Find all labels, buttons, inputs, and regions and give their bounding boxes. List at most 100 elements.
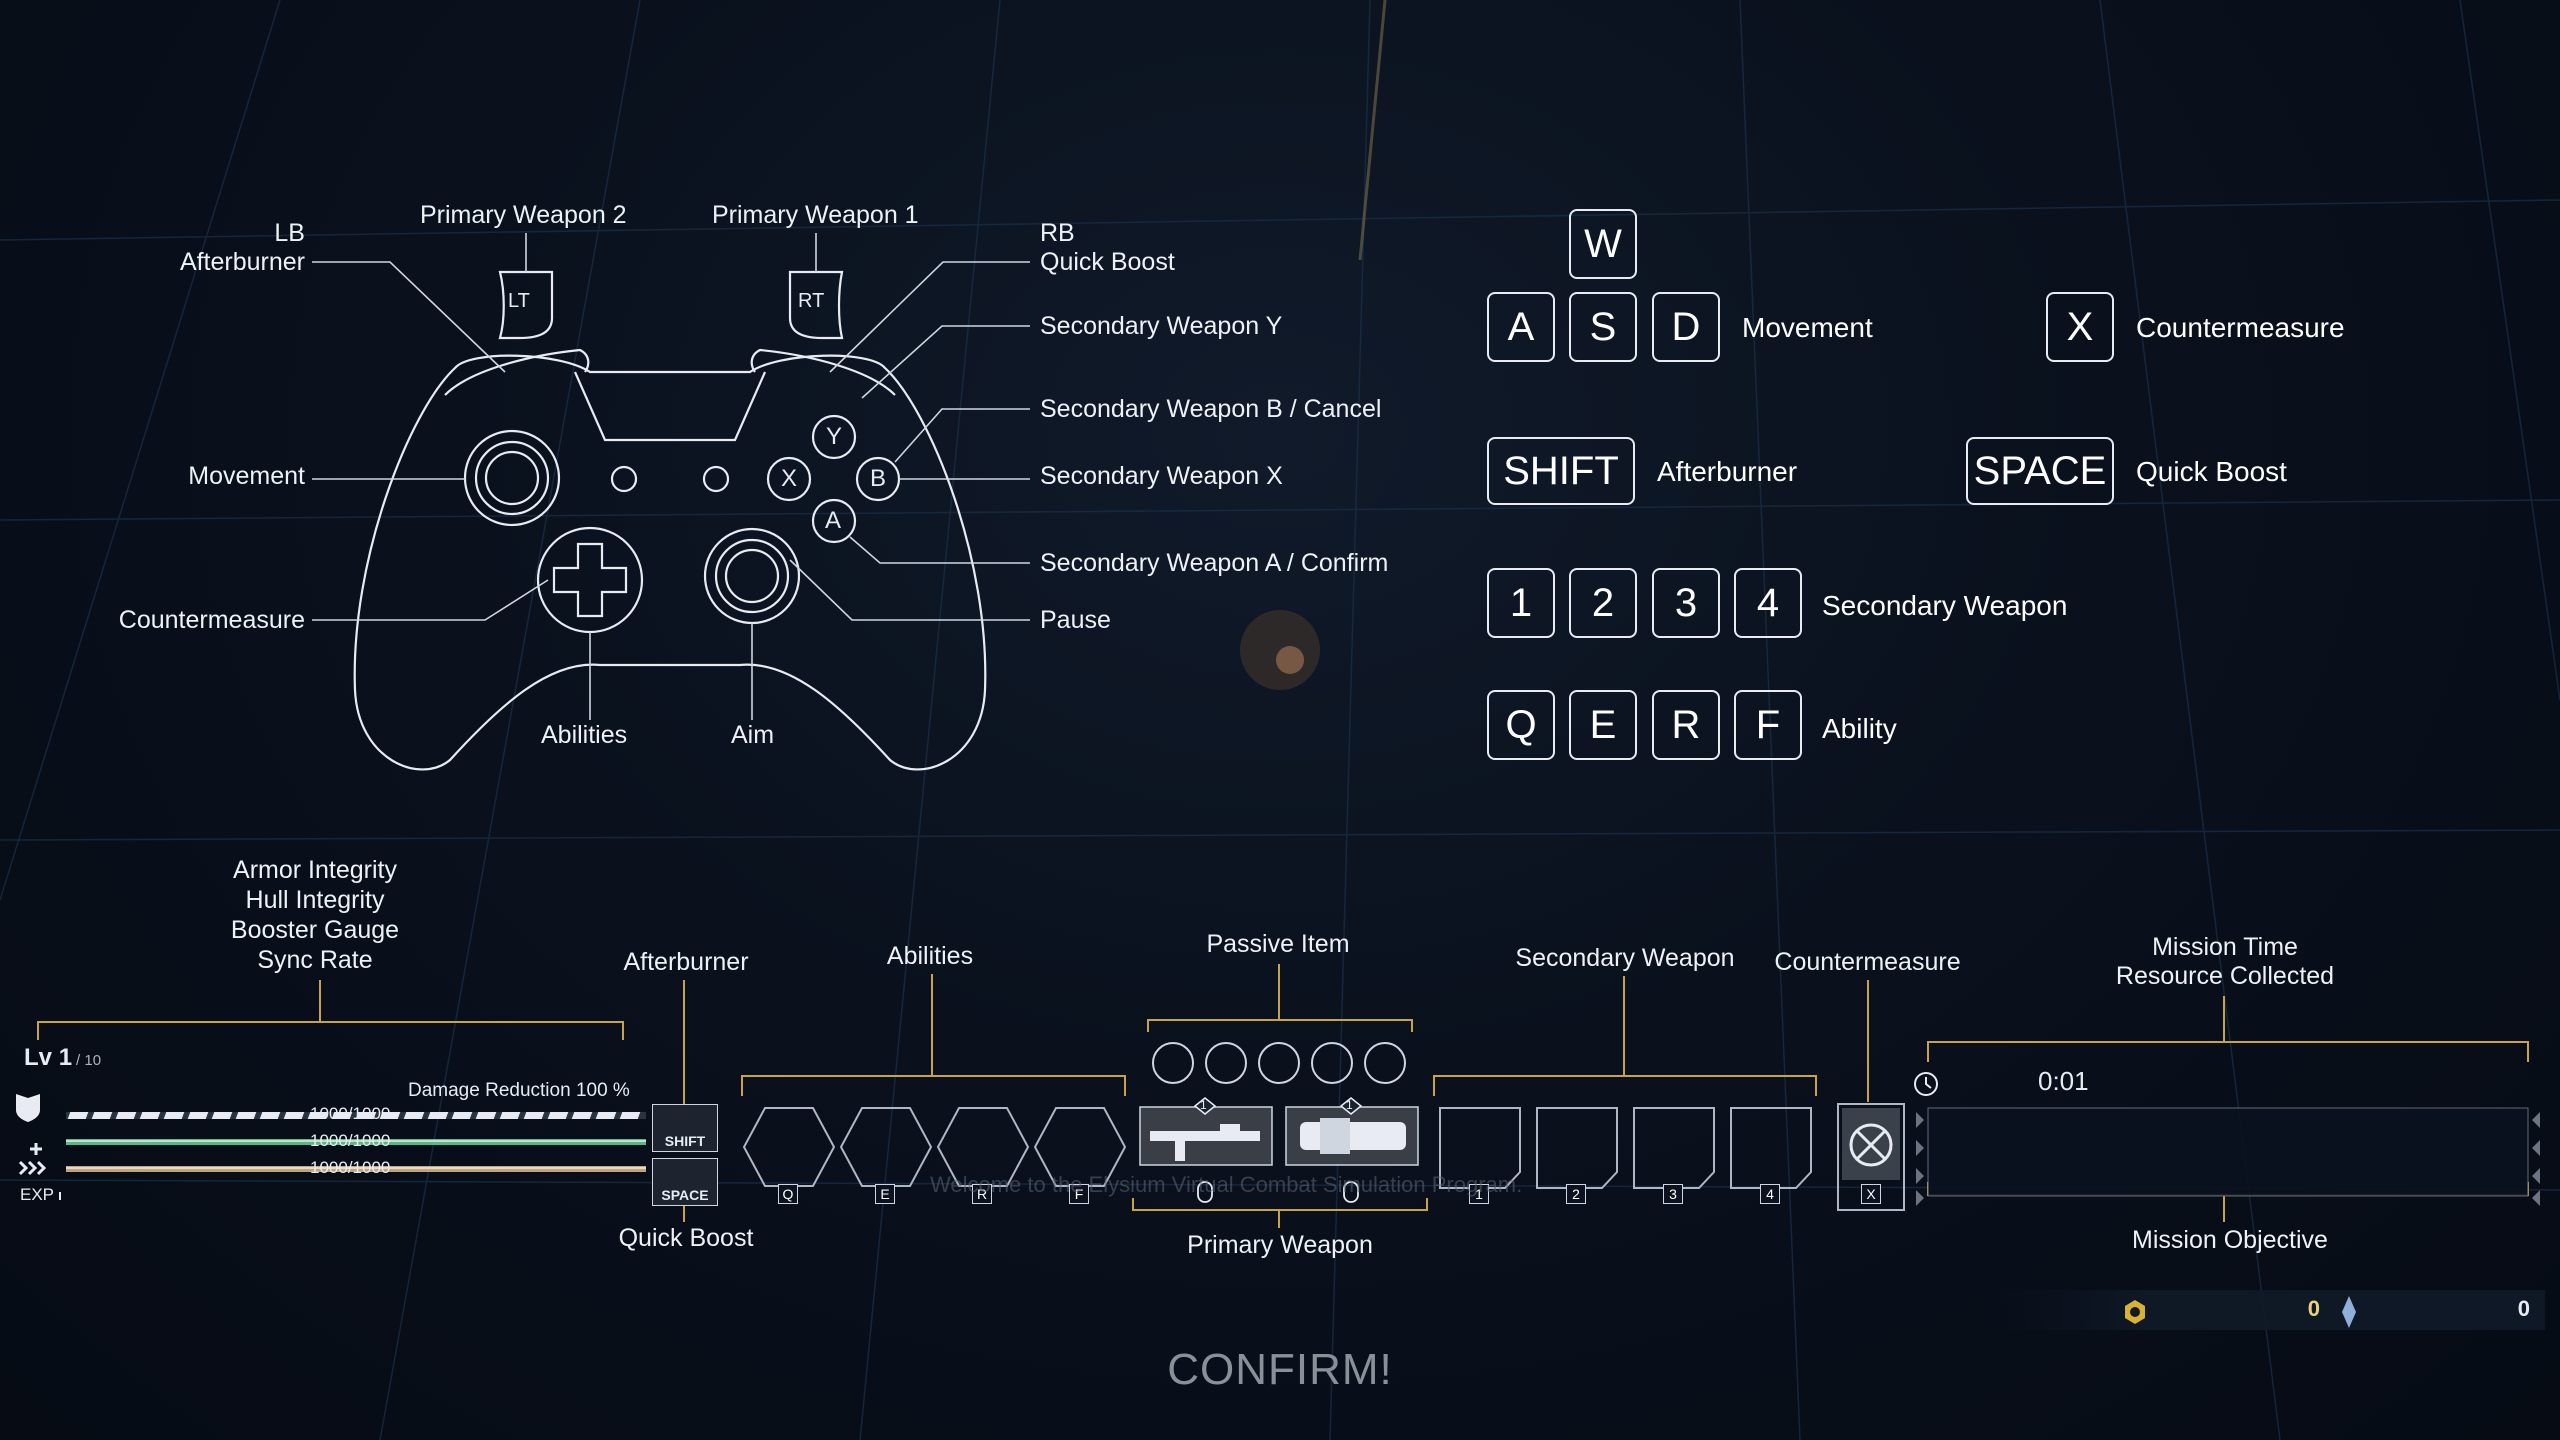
ability-key-label: Ability [1822,713,1897,744]
rb-label: RB [1040,219,1075,247]
shield-icon [16,1094,40,1122]
b-action-label: Secondary Weapon B / Cancel [1040,395,1382,423]
armor-segment [523,1112,545,1119]
secondary-slot-4 [1730,1107,1812,1189]
lb-label: LB [274,219,305,247]
secondary-key-label: Secondary Weapon [1822,590,2068,621]
key-e: E [1569,690,1637,760]
ability-slot-q [742,1107,836,1187]
gold-resource-value: 0 [2307,1296,2320,1321]
quick-boost-hud-label: Quick Boost [618,1224,754,1252]
countermeasure-frame [1837,1103,1905,1211]
ability-tag-e: E [875,1184,895,1204]
armor-integrity-label: Armor Integrity [233,856,397,884]
weapon-slot-2-number: 1 [1346,1098,1353,1112]
rt-action-label: Primary Weapon 1 [712,201,919,229]
passive-item-slots [1152,1042,1406,1084]
damage-reduction: Damage Reduction 100 % [408,1080,630,1102]
mission-objective-hud-label: Mission Objective [2132,1226,2328,1254]
abilities-hud-label: Abilities [886,942,974,970]
quick-boost-slot: SPACE [652,1158,718,1206]
armor-segment [307,1112,329,1119]
ability-tag-f: F [1069,1184,1089,1204]
rt-trigger [788,270,844,340]
mission-time-hud-label: Mission Time [2152,933,2298,961]
armor-segment [331,1112,353,1119]
armor-segment [499,1112,521,1119]
exp-label: EXP [20,1185,55,1204]
mouse-icons [1197,1181,1359,1203]
sync-rate-label: Sync Rate [257,946,373,974]
passive-item-hud-label: Passive Item [1206,930,1350,958]
a-glyph: A [825,507,842,534]
secondary-tag-1: 1 [1469,1184,1489,1204]
clock-icon [1914,1072,1938,1096]
level-display: Lv 1/ 10 [24,1044,101,1072]
key-q: Q [1487,690,1555,760]
afterburner-key-label: Afterburner [1657,456,1798,487]
resource-strip [1980,1290,2545,1330]
key-s: S [1569,292,1637,362]
ability-slot-f [1033,1107,1127,1187]
key-1: 1 [1487,568,1555,638]
space-key-tag: SPACE [661,1187,709,1203]
shift-key-tag: SHIFT [664,1133,706,1149]
boost-chevrons-icon [18,1160,47,1176]
lt-action-label: Primary Weapon 2 [420,201,627,229]
countermeasure-icon [1849,1123,1893,1167]
armor-segment [403,1112,425,1119]
countermeasure-tag-x: X [1861,1184,1881,1204]
key-x: X [2046,292,2114,362]
lt-glyph: LT [508,290,530,312]
x-glyph: X [781,465,798,492]
left-stick-label: Movement [188,462,305,490]
armor-segment [427,1112,449,1119]
countermeasure-hud-label: Countermeasure [1774,948,1961,976]
armor-segment [163,1112,185,1119]
key-w: W [1569,209,1637,279]
rifle-icon [1150,1124,1260,1161]
booster-gauge-label: Booster Gauge [230,916,400,944]
faded-welcome-message: Welcome to the Elysium Virtual Combat Si… [930,1172,1523,1197]
abilities-label: Abilities [541,721,628,749]
crystal-resource-icon [2342,1296,2356,1328]
dpad-label: Countermeasure [118,606,305,634]
weapon-slot-1-number: 1 [1200,1098,1207,1112]
level-prefix: Lv [24,1044,53,1071]
level-value: 1 [58,1044,73,1071]
damage-reduction-label: Damage Reduction [408,1080,571,1101]
rb-action-label: Quick Boost [1040,248,1175,276]
cannon-icon [1300,1118,1406,1154]
key-4: 4 [1734,568,1802,638]
key-d: D [1652,292,1720,362]
x-action-label: Secondary Weapon X [1040,462,1283,490]
armor-segment [547,1112,569,1119]
secondary-slot-3 [1633,1107,1715,1189]
primary-weapon-hud-label: Primary Weapon [1187,1231,1373,1259]
ability-tag-r: R [972,1184,992,1204]
countermeasure-key-label: Countermeasure [2136,312,2345,343]
armor-segment [139,1112,161,1119]
armor-segment [475,1112,497,1119]
status-labels: Armor Integrity Hull Integrity Booster G… [210,855,420,975]
resource-collected-hud-label: Resource Collected [2115,962,2335,990]
armor-segment [235,1112,257,1119]
key-space: SPACE [1966,437,2114,505]
a-action-label: Secondary Weapon A / Confirm [1040,549,1389,577]
hull-value: 1000/1000 [310,1131,391,1150]
plus-icon [30,1143,42,1155]
key-f: F [1734,690,1802,760]
secondary-tag-4: 4 [1760,1184,1780,1204]
armor-segment [91,1112,113,1119]
rt-glyph: RT [798,290,825,312]
confirm-prompt[interactable]: CONFIRM! [1167,1345,1393,1394]
secondary-slot-1 [1439,1107,1521,1189]
armor-segment [451,1112,473,1119]
lt-trigger [498,270,554,340]
armor-bar-segments [66,1112,646,1119]
armor-segment [187,1112,209,1119]
ability-slot-e [839,1107,933,1187]
